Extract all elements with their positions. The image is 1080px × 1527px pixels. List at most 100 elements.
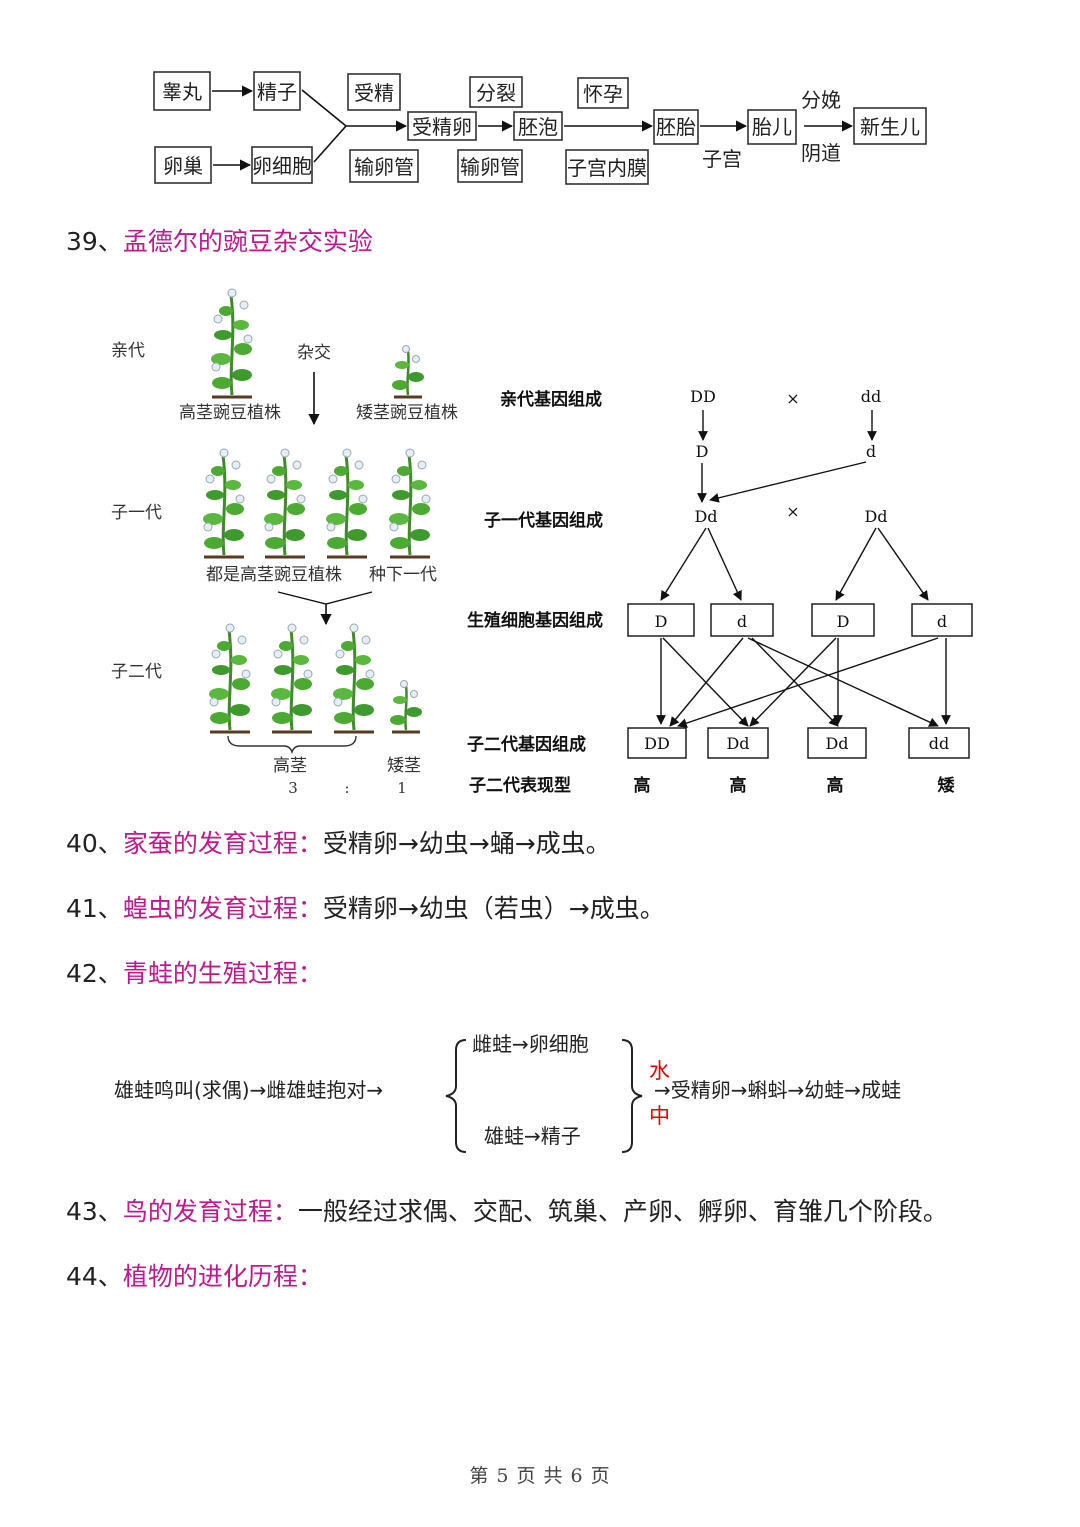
label-cross: 杂交 bbox=[297, 343, 331, 363]
phenotype-1: 高 bbox=[634, 775, 651, 796]
label-f1-all-tall: 都是高茎豌豆植株 bbox=[206, 565, 342, 585]
section-40-title: 家蚕的发育过程： bbox=[122, 829, 323, 858]
label-oviduct-1: 输卵管 bbox=[354, 155, 414, 179]
label-parent-gen: 亲代 bbox=[111, 341, 145, 361]
gamete-D-1: D bbox=[655, 612, 668, 631]
f2-Dd-1: Dd bbox=[726, 734, 749, 753]
cross-symbol-1: × bbox=[786, 389, 799, 408]
reproduction-flow: 睾丸 精子 卵巢 卵细胞 受精卵 胚泡 胚胎 胎儿 新生儿 受精 输卵管 分裂 … bbox=[153, 71, 927, 185]
section-43-title: 鸟的发育过程： bbox=[122, 1197, 298, 1226]
cross-symbol-2: × bbox=[786, 502, 799, 521]
short-plant-parent bbox=[390, 344, 426, 399]
section-44-number: 44、 bbox=[66, 1262, 123, 1291]
f1-plant-3 bbox=[324, 447, 369, 559]
label-delivery: 分娩 bbox=[801, 88, 841, 112]
f2-plant-1 bbox=[207, 622, 252, 734]
f2-plant-2 bbox=[269, 622, 314, 734]
row-parent-genotype: 亲代基因组成 bbox=[500, 389, 602, 410]
water-bottom: 中 bbox=[649, 1104, 670, 1128]
gamete-d-1: d bbox=[737, 612, 747, 631]
page-footer: 第 5 页 共 6 页 bbox=[469, 1465, 611, 1487]
section-41-heading: 41、蝗虫的发育过程：受精卵→幼虫（若虫）→成虫。 bbox=[66, 893, 665, 925]
ratio-separator: : bbox=[344, 779, 349, 797]
section-41-text: 受精卵→幼虫（若虫）→成虫。 bbox=[322, 894, 665, 923]
section-43-number: 43、 bbox=[66, 1197, 123, 1226]
phenotype-3: 高 bbox=[827, 775, 844, 796]
section-40-number: 40、 bbox=[66, 829, 123, 858]
label-vagina: 阴道 bbox=[801, 141, 841, 165]
label-plant-next-gen: 种下一代 bbox=[369, 565, 437, 585]
label-division: 分裂 bbox=[476, 81, 516, 105]
label-f2-tall: 高茎 bbox=[273, 756, 307, 776]
ratio-right: 1 bbox=[397, 779, 407, 797]
label-uterus: 子宫 bbox=[702, 147, 742, 171]
row-f2-genotype: 子二代基因组成 bbox=[467, 734, 586, 755]
box-zygote: 受精卵 bbox=[412, 115, 472, 139]
box-embryo: 胚胎 bbox=[656, 115, 696, 139]
section-43-text: 一般经过求偶、交配、筑巢、产卵、孵卵、育雏几个阶段。 bbox=[297, 1197, 948, 1226]
gamete-D-2: D bbox=[837, 612, 850, 631]
genotype-diagram: 亲代基因组成 子一代基因组成 生殖细胞基因组成 子二代基因组成 子二代表现型 D… bbox=[467, 387, 973, 796]
f2-plant-3 bbox=[331, 622, 376, 734]
f2-Dd-2: Dd bbox=[825, 734, 848, 753]
f1-Dd-left: Dd bbox=[694, 507, 717, 526]
row-f2-phenotype: 子二代表现型 bbox=[469, 775, 571, 796]
phenotype-2: 高 bbox=[730, 775, 747, 796]
row-gamete-genotype: 生殖细胞基因组成 bbox=[467, 610, 603, 631]
ratio-left: 3 bbox=[288, 779, 298, 797]
section-39-title: 孟德尔的豌豆杂交实验 bbox=[122, 227, 373, 256]
f1-Dd-right: Dd bbox=[864, 507, 887, 526]
section-44-heading: 44、植物的进化历程： bbox=[66, 1261, 323, 1293]
f2-short-plant bbox=[388, 679, 424, 734]
section-42-heading: 42、青蛙的生殖过程： bbox=[66, 958, 323, 990]
f1-plant-1 bbox=[201, 447, 246, 559]
frog-end: →受精卵→蝌蚪→幼蛙→成蛙 bbox=[654, 1078, 901, 1102]
parent-gamete-D: D bbox=[696, 442, 709, 461]
section-42-number: 42、 bbox=[66, 959, 123, 988]
phenotype-4: 矮 bbox=[938, 775, 956, 796]
box-egg-cell: 卵细胞 bbox=[252, 154, 312, 178]
row-f1-genotype: 子一代基因组成 bbox=[484, 510, 603, 531]
label-f2-gen: 子二代 bbox=[111, 662, 162, 682]
gamete-d-2: d bbox=[937, 612, 947, 631]
frog-start: 雄蛙鸣叫(求偶)→雌雄蛙抱对→ bbox=[114, 1078, 383, 1102]
label-f2-short: 矮茎 bbox=[387, 756, 421, 776]
frog-female: 雌蛙→卵细胞 bbox=[472, 1032, 589, 1056]
label-tall-plant: 高茎豌豆植株 bbox=[179, 403, 281, 423]
section-42-title: 青蛙的生殖过程： bbox=[122, 959, 323, 988]
label-fertilization: 受精 bbox=[354, 81, 394, 105]
box-testis: 睾丸 bbox=[162, 80, 202, 104]
section-39-heading: 39、孟德尔的豌豆杂交实验 bbox=[66, 226, 373, 258]
section-41-number: 41、 bbox=[66, 894, 123, 923]
f2-DD: DD bbox=[644, 734, 670, 753]
tall-plant-parent bbox=[209, 287, 254, 399]
parent-DD: DD bbox=[690, 387, 716, 406]
section-39-number: 39、 bbox=[66, 227, 123, 256]
parent-gamete-d: d bbox=[866, 442, 876, 461]
water-top: 水 bbox=[649, 1059, 670, 1083]
label-pregnancy: 怀孕 bbox=[583, 82, 623, 106]
f2-dd: dd bbox=[929, 734, 949, 753]
frog-reproduction-diagram: 雄蛙鸣叫(求偶)→雌雄蛙抱对→ 雌蛙→卵细胞 雄蛙→精子 水 中 →受精卵→蝌蚪… bbox=[114, 1032, 901, 1153]
section-40-text: 受精卵→幼虫→蛹→成虫。 bbox=[322, 829, 611, 858]
pea-cross-illustration: 亲代 子一代 子二代 高茎豌豆植株 矮茎豌豆植株 杂交 都是高茎豌豆植株 种下一… bbox=[111, 287, 458, 797]
section-40-heading: 40、家蚕的发育过程：受精卵→幼虫→蛹→成虫。 bbox=[66, 828, 611, 860]
parent-dd: dd bbox=[861, 387, 881, 406]
box-blastocyst: 胚泡 bbox=[518, 115, 558, 139]
box-fetus: 胎儿 bbox=[752, 115, 792, 139]
label-oviduct-2: 输卵管 bbox=[460, 155, 520, 179]
f1-plant-4 bbox=[387, 447, 432, 559]
section-44-title: 植物的进化历程： bbox=[122, 1262, 323, 1291]
label-f1-gen: 子一代 bbox=[111, 503, 162, 523]
label-short-plant: 矮茎豌豆植株 bbox=[356, 403, 458, 423]
box-newborn: 新生儿 bbox=[860, 115, 920, 139]
section-43-heading: 43、鸟的发育过程：一般经过求偶、交配、筑巢、产卵、孵卵、育雏几个阶段。 bbox=[66, 1196, 948, 1228]
box-sperm: 精子 bbox=[257, 80, 297, 104]
box-ovary: 卵巢 bbox=[163, 154, 203, 178]
label-endometrium: 子宫内膜 bbox=[567, 156, 647, 180]
section-41-title: 蝗虫的发育过程： bbox=[122, 894, 323, 923]
f1-plant-2 bbox=[262, 447, 307, 559]
frog-male: 雄蛙→精子 bbox=[484, 1124, 581, 1148]
